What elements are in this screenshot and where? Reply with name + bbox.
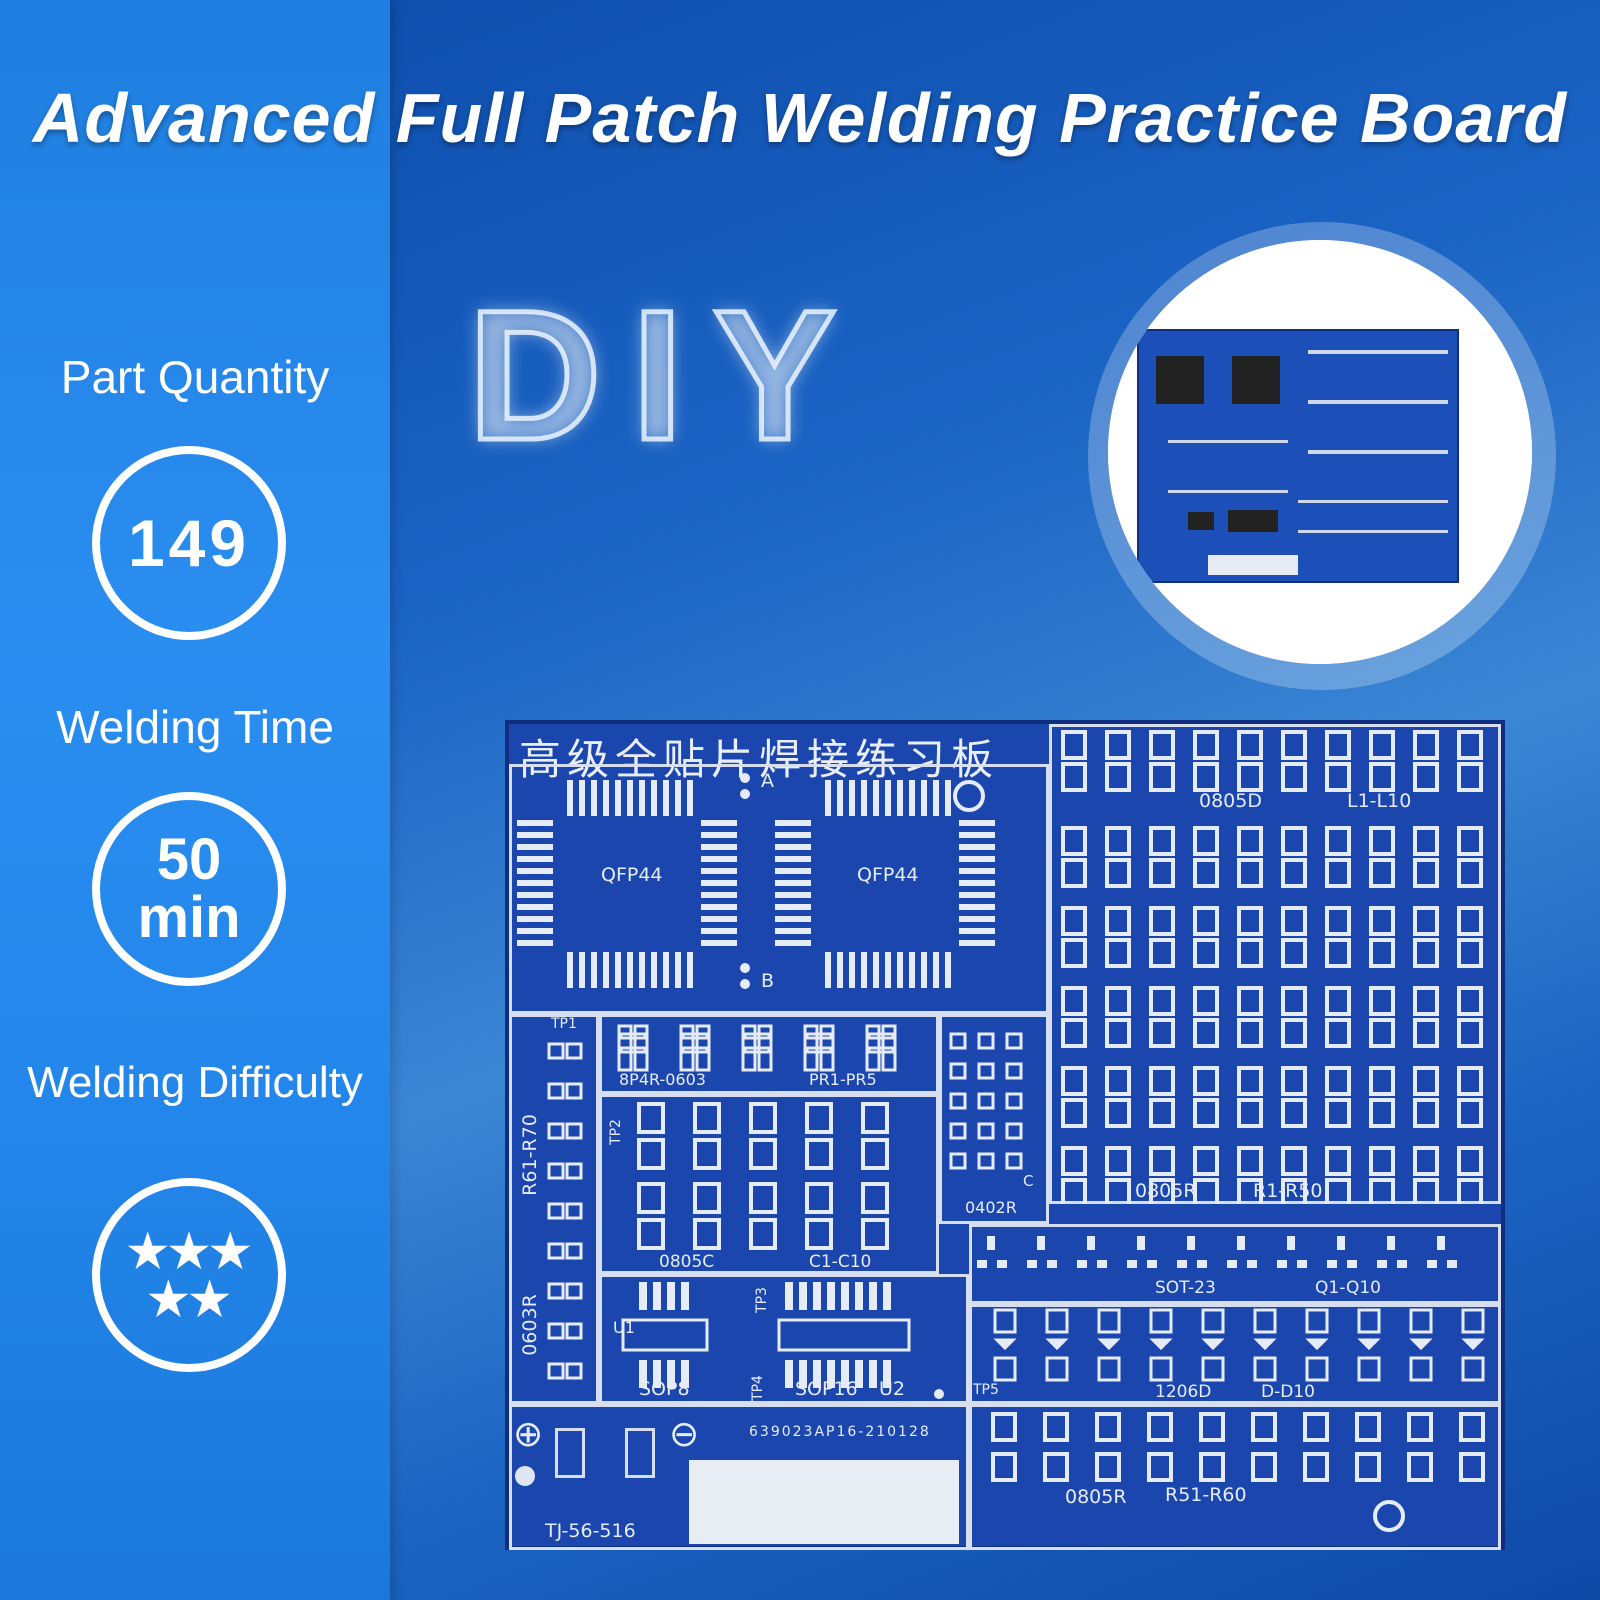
battery-pad-left xyxy=(555,1428,585,1478)
welding-difficulty-badge: ★★★ ★★ xyxy=(92,1178,286,1372)
r61-section xyxy=(509,1014,599,1404)
mini-pcb-image xyxy=(1108,240,1532,664)
label-0805r-bottom: 0805R xyxy=(1065,1486,1127,1508)
qfp-section xyxy=(509,764,1049,1014)
label-r51-r60: R51-R60 xyxy=(1165,1484,1247,1506)
mark-c: C xyxy=(1023,1172,1034,1190)
mark-b: B xyxy=(761,970,775,992)
label-tp3: TP3 xyxy=(753,1287,770,1313)
minus-icon: ⊖ xyxy=(669,1414,700,1455)
star-icon-row-1: ★★★ xyxy=(127,1225,251,1277)
page-title: Advanced Full Patch Welding Practice Boa… xyxy=(32,79,1568,157)
welding-time-number: 50 xyxy=(156,827,222,892)
label-r1-r50: R1-R50 xyxy=(1253,1180,1323,1202)
r51-pads xyxy=(991,1412,1485,1532)
label-sot23: SOT-23 xyxy=(1155,1278,1216,1298)
pcb-board: 高级全贴片焊接练习板 QFP44 QFP44 A B xyxy=(505,720,1505,1550)
label-r61-r70: R61-R70 xyxy=(518,1114,541,1196)
8p4r-section xyxy=(599,1014,939,1094)
label-sop16: SOP16 xyxy=(795,1378,858,1400)
part-quantity-label: Part Quantity xyxy=(60,351,330,403)
label-sticker-area xyxy=(689,1460,959,1544)
1206d-section xyxy=(969,1304,1501,1404)
label-8p4r: 8P4R-0603 xyxy=(619,1070,706,1089)
0402r-section xyxy=(939,1014,1049,1224)
pcb-title-chinese: 高级全贴片焊接练习板 xyxy=(519,735,1000,784)
resistor-grid xyxy=(1061,730,1483,1204)
label-1206d: 1206D xyxy=(1155,1382,1212,1402)
label-board-code: 639023AP16-210128 xyxy=(749,1424,931,1440)
plus-icon: ⊕ xyxy=(513,1414,544,1455)
label-0805d: 0805D xyxy=(1199,790,1262,812)
qfp-left-label: QFP44 xyxy=(601,864,663,886)
resistor-grid-section xyxy=(1049,724,1501,1204)
welding-time-label: Welding Time xyxy=(56,701,334,753)
label-sop8: SOP8 xyxy=(639,1378,690,1400)
qfp-footprints xyxy=(517,773,995,989)
label-0603r: 0603R xyxy=(518,1294,541,1356)
label-tp4: TP4 xyxy=(749,1375,766,1401)
label-tp5: TP5 xyxy=(973,1382,999,1398)
label-q1-q10: Q1-Q10 xyxy=(1315,1278,1381,1298)
welding-time-unit: min xyxy=(137,885,241,950)
battery-pad-right xyxy=(625,1428,655,1478)
mark-a: A xyxy=(761,770,774,792)
qfp-right-label: QFP44 xyxy=(857,864,919,886)
part-quantity-value: 149 xyxy=(127,506,251,580)
label-0805c: 0805C xyxy=(659,1252,715,1272)
label-tp2: TP2 xyxy=(607,1119,624,1145)
sot23-pads xyxy=(977,1236,1457,1268)
power-section xyxy=(509,1404,969,1550)
sop-footprints xyxy=(621,1282,944,1399)
1206d-pads xyxy=(993,1308,1485,1382)
part-quantity-badge: 149 xyxy=(92,446,286,640)
inset-board-photo xyxy=(1108,240,1532,664)
r51-section xyxy=(969,1404,1501,1550)
welding-time-badge: 50 min xyxy=(92,792,286,986)
label-0805r-top: 0805R xyxy=(1135,1180,1197,1202)
label-u1: U1 xyxy=(613,1318,635,1337)
mount-hole xyxy=(515,1466,535,1486)
welding-difficulty-label: Welding Difficulty xyxy=(27,1058,363,1107)
0402r-pads xyxy=(949,1032,1023,1170)
label-u2: U2 xyxy=(879,1378,905,1400)
label-tp1: TP1 xyxy=(551,1016,577,1032)
0805c-pads xyxy=(637,1102,889,1250)
8p4r-pads xyxy=(617,1024,897,1072)
label-c1-c10: C1-C10 xyxy=(809,1252,872,1272)
label-l1-l10: L1-L10 xyxy=(1347,790,1412,812)
label-pr1-pr5: PR1-PR5 xyxy=(809,1070,877,1089)
star-icon-row-2: ★★ xyxy=(147,1273,231,1325)
sop-section xyxy=(599,1274,969,1404)
label-0402r: 0402R xyxy=(965,1198,1017,1217)
label-tj: TJ-56-516 xyxy=(545,1520,636,1542)
label-d-d10: D-D10 xyxy=(1261,1382,1315,1402)
sot23-section xyxy=(969,1224,1501,1304)
r61-pads xyxy=(547,1042,583,1380)
0805c-section xyxy=(599,1094,939,1274)
diy-hero-text: DIY xyxy=(465,271,867,482)
